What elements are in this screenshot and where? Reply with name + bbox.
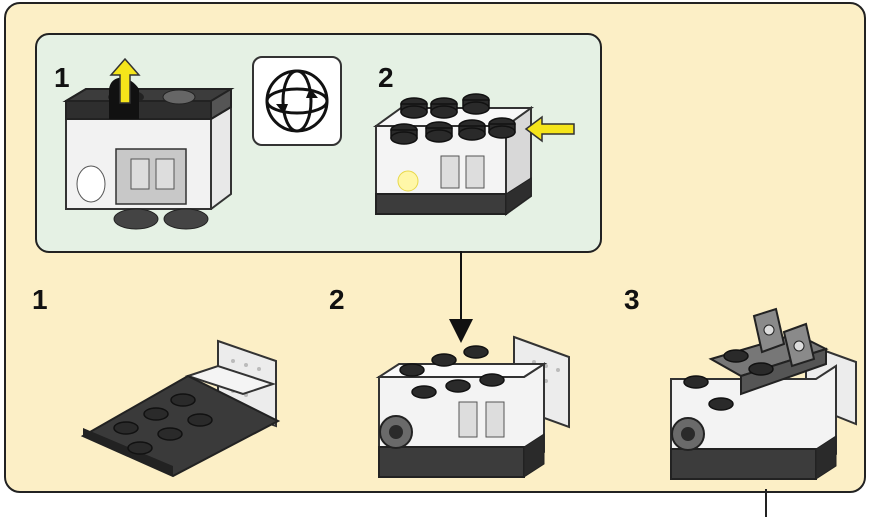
substep-number-2: 2 — [378, 62, 394, 93]
step-number-2: 2 — [329, 284, 345, 315]
step1-model — [80, 339, 281, 478]
substep1-model — [62, 77, 235, 230]
substep2-studs — [390, 93, 516, 145]
step-number-1: 1 — [32, 284, 48, 315]
step2-model — [375, 335, 570, 478]
substep-number-1: 1 — [54, 62, 70, 93]
instruction-page: 1 2 — [4, 2, 866, 493]
step-number-3: 3 — [624, 284, 640, 315]
push-arrow-icon — [524, 115, 575, 143]
rotate-assembly-icon — [252, 56, 342, 146]
connection-arrow-icon — [449, 251, 473, 343]
pull-arrow-icon — [109, 57, 141, 104]
step3-model — [670, 307, 857, 480]
page-edge-tick — [765, 489, 767, 517]
